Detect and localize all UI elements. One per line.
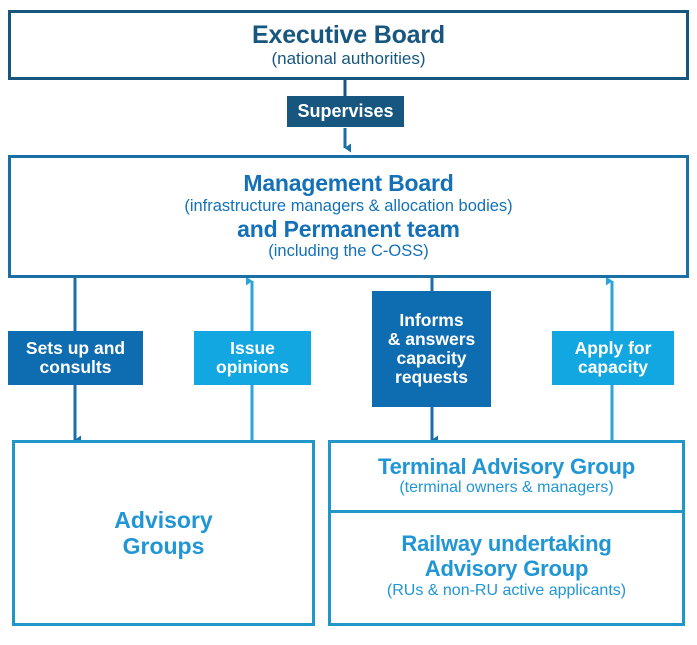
terminal-advisory-group-subtitle: (terminal owners & managers) — [399, 479, 614, 497]
executive-board-box: Executive Board (national authorities) — [8, 10, 689, 80]
management-board-title: Management Board — [243, 170, 454, 197]
terminal-advisory-group-cell: Terminal Advisory Group (terminal owners… — [331, 443, 682, 513]
railway-undertaking-title-line1: Railway undertaking — [401, 531, 612, 557]
relation-badge-sets-up-and-consults: Sets up and consults — [8, 331, 143, 385]
railway-undertaking-title-line2: Advisory Group — [424, 556, 589, 582]
relation-badge-line: capacity — [396, 348, 467, 368]
management-board-permanent-team: and Permanent team — [237, 215, 460, 242]
supervises-badge: Supervises — [287, 96, 404, 127]
advisory-groups-line2: Groups — [122, 533, 205, 559]
relation-badge-informs-answers-capacity-requests: Informs & answers capacity requests — [372, 291, 491, 407]
advisory-groups-detail-box: Terminal Advisory Group (terminal owners… — [328, 440, 685, 626]
advisory-groups-line1: Advisory — [114, 506, 213, 533]
railway-undertaking-subtitle: (RUs & non-RU active applicants) — [386, 581, 627, 599]
management-board-box: Management Board (infrastructure manager… — [8, 155, 689, 278]
executive-board-subtitle: (national authorities) — [271, 48, 426, 68]
advisory-groups-box: Advisory Groups — [12, 440, 315, 626]
relation-badge-line: Apply for — [574, 337, 652, 358]
relation-badge-line: Issue — [230, 337, 275, 358]
relation-badge-line: opinions — [216, 357, 289, 377]
management-board-coss-note: (including the C-OSS) — [268, 242, 429, 261]
management-board-subtitle: (infrastructure managers & allocation bo… — [184, 197, 513, 216]
relation-badge-line: & answers — [387, 328, 476, 349]
relation-badge-line: requests — [395, 367, 468, 388]
railway-undertaking-advisory-group-cell: Railway undertaking Advisory Group (RUs … — [331, 513, 682, 620]
terminal-advisory-group-title: Terminal Advisory Group — [377, 453, 635, 479]
relation-badge-issue-opinions: Issue opinions — [194, 331, 311, 385]
relation-badge-apply-for-capacity: Apply for capacity — [552, 331, 674, 385]
relation-badge-line: capacity — [577, 357, 649, 377]
relation-badge-line: Informs — [399, 309, 464, 330]
supervises-badge-label: Supervises — [297, 100, 394, 121]
relation-badge-line: consults — [39, 357, 112, 377]
executive-board-title: Executive Board — [252, 20, 445, 49]
relation-badge-line: Sets up and — [25, 337, 126, 358]
